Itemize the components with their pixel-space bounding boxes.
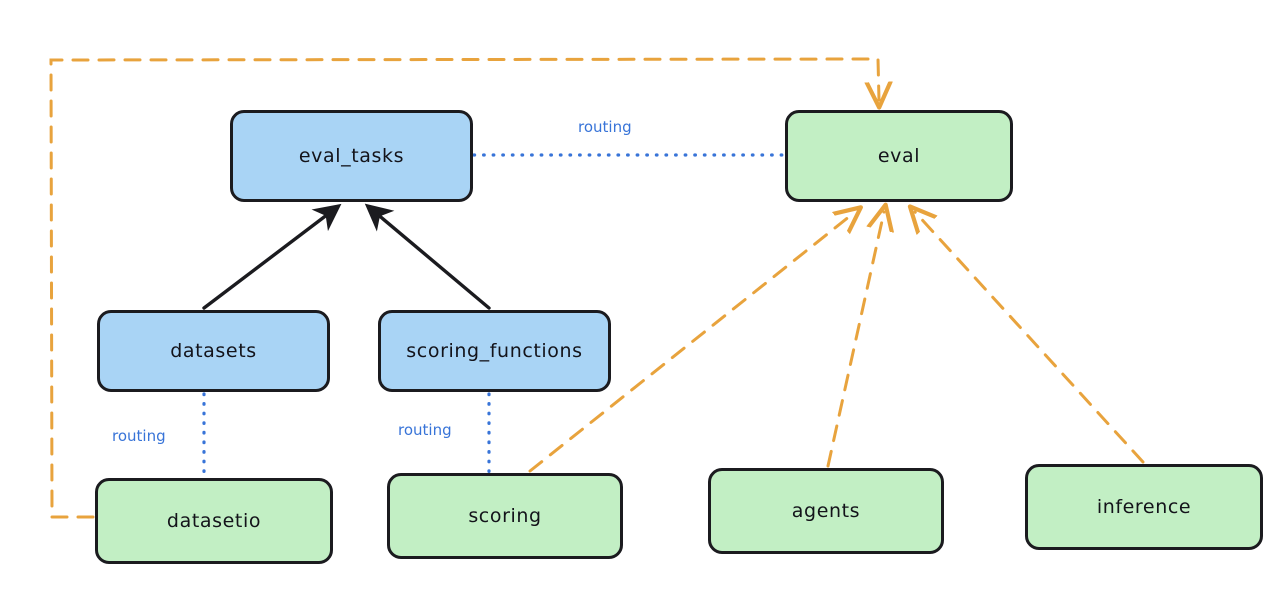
node-scoring[interactable]: scoring	[387, 473, 623, 559]
node-agents[interactable]: agents	[708, 468, 944, 554]
node-label-datasets: datasets	[170, 340, 257, 362]
node-scoring-functions[interactable]: scoring_functions	[378, 310, 611, 392]
node-label-scoring-functions: scoring_functions	[406, 340, 583, 362]
node-label-datasetio: datasetio	[166, 510, 262, 532]
edge-label-routing-scoring-functions-scoring: routing	[398, 421, 452, 439]
node-eval[interactable]: eval	[785, 110, 1013, 202]
edge-datasets-to-eval_tasks	[202, 203, 342, 310]
node-label-eval: eval	[877, 145, 921, 167]
edge-inference-to-eval	[915, 212, 1145, 464]
edge-scoring_functions-to-eval_tasks	[364, 203, 491, 310]
edge-label-routing-eval-tasks-eval: routing	[578, 118, 632, 136]
edge-scoring-to-eval	[528, 212, 855, 473]
node-label-agents: agents	[791, 500, 861, 522]
node-datasets[interactable]: datasets	[97, 310, 330, 392]
node-label-inference: inference	[1096, 496, 1192, 518]
node-datasetio[interactable]: datasetio	[95, 478, 333, 564]
edge-label-routing-datasets-datasetio: routing	[112, 427, 166, 445]
node-label-eval-tasks: eval_tasks	[298, 145, 405, 167]
node-inference[interactable]: inference	[1025, 464, 1263, 550]
node-eval-tasks[interactable]: eval_tasks	[230, 110, 473, 202]
edge-agents-to-eval	[826, 212, 884, 468]
edge-datasetio-to-eval	[49, 57, 879, 519]
node-label-scoring: scoring	[468, 505, 542, 527]
